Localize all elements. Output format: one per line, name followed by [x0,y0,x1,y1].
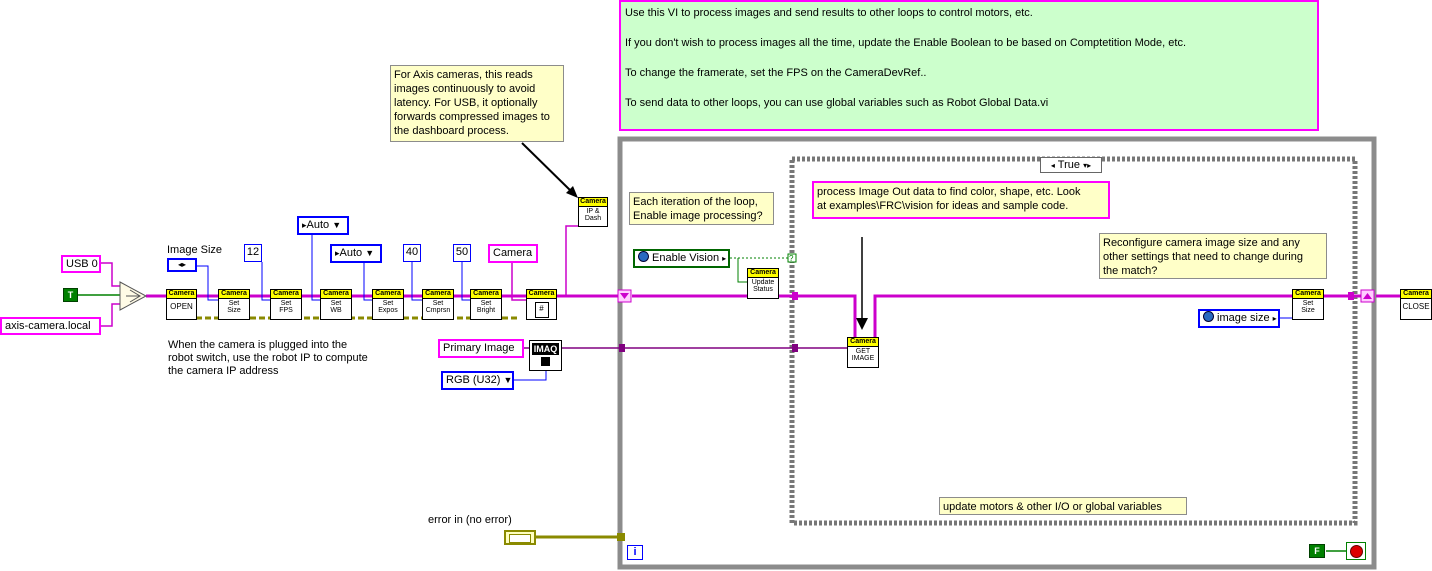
usb-string-constant[interactable]: USB 0 [61,255,101,273]
camera-close-vi[interactable]: Camera CLOSE [1400,289,1432,320]
image-size-arrow-icon: ▸ [1272,314,1277,323]
camera-set-fps-vi[interactable]: Camera Set FPS [270,289,302,320]
set-name-header: Camera [527,290,556,299]
camera-ip-dash-vi[interactable]: Camera IP & Dash [578,197,608,227]
wb-ring-value: Auto [306,219,330,231]
camera-update-status-vi[interactable]: Camera Update Status [747,268,779,299]
image-size-global-label: image size [1217,312,1270,324]
set-size-2-header: Camera [1293,290,1323,299]
camera-set-exposure-vi[interactable]: Camera Set Expos [372,289,404,320]
error-cluster-icon [509,534,531,543]
svg-text:?: ? [789,254,794,263]
expos-ring-value: Auto [339,247,363,259]
case-selector-value: True [1057,159,1080,171]
axis-host-string-constant[interactable]: axis-camera.local [0,317,101,335]
error-in-cluster[interactable] [504,530,536,545]
camera-name-constant[interactable]: Camera [488,244,538,263]
main-comment: Use this VI to process images and send r… [619,0,1319,131]
ip-dash-body: IP & Dash [584,208,602,222]
wb-ring-arrows-icon: ▸ [302,220,307,230]
get-image-body: GET IMAGE [851,348,875,362]
set-expos-header: Camera [373,290,403,299]
wb-ring-constant[interactable]: ▸Auto ▼ [297,216,349,235]
string-document-icon: # [534,302,549,318]
set-size-header: Camera [219,290,249,299]
enable-vision-label: Enable Vision [652,252,720,264]
set-cmprsn-header: Camera [423,290,453,299]
set-size-body: Set Size [227,300,241,314]
imaq-label: IMAQ [532,343,559,355]
main-comment-line-3: To change the framerate, set the FPS on … [625,67,927,79]
image-size-globe-icon [1203,311,1214,322]
camera-open-body: OPEN [170,302,193,311]
update-motors-note: update motors & other I/O or global vari… [939,497,1187,515]
expos-dropdown-icon: ▼ [365,248,375,258]
true-constant[interactable]: T [63,288,78,302]
get-image-header: Camera [848,338,878,347]
expos-ring-arrows-icon: ▸ [335,248,340,258]
brightness-constant[interactable]: 50 [453,244,471,262]
refnum-wires [98,225,1400,338]
set-wb-header: Camera [321,290,351,299]
false-constant[interactable]: F [1309,544,1325,558]
camera-get-image-vi[interactable]: Camera GET IMAGE [847,337,879,368]
set-bright-body: Set Bright [476,300,496,314]
image-type-dropdown-icon: ▼ [503,375,513,385]
iteration-terminal: i [627,545,643,560]
wb-dropdown-icon: ▼ [332,220,342,230]
process-image-note: process Image Out data to find color, sh… [812,181,1110,219]
iteration-note: Each iteration of the loop, Enable image… [629,192,774,225]
main-comment-line-1: Use this VI to process images and send r… [625,7,1033,19]
camera-close-header: Camera [1401,290,1431,299]
case-dropdown-icon: ▾▸ [1083,161,1092,170]
set-bright-header: Camera [471,290,501,299]
ring-arrows-icon: ◂▸ [177,260,187,269]
main-comment-line-4: To send data to other loops, you can use… [625,97,1049,109]
camera-open-header: Camera [167,290,196,299]
set-expos-body: Set Expos [378,300,398,314]
exposure-ring-constant[interactable]: ▸Auto ▼ [330,244,382,263]
stop-icon [1349,545,1363,558]
update-status-body: Update Status [751,279,775,293]
enable-vision-global[interactable]: Enable Vision ▸ [633,249,730,268]
set-fps-body: Set FPS [279,300,293,314]
globe-icon [638,251,649,262]
stop-condition-terminal[interactable] [1346,542,1366,560]
camera-set-wb-vi[interactable]: Camera Set WB [320,289,352,320]
image-size-global[interactable]: image size ▸ [1198,309,1280,328]
image-type-ring[interactable]: RGB (U32) ▼ [441,371,514,390]
error-in-label: error in (no error) [428,514,512,526]
image-type-value: RGB (U32) [446,374,501,386]
set-fps-header: Camera [271,290,301,299]
camera-set-name-vi[interactable]: Camera # [526,289,557,320]
compression-constant[interactable]: 40 [403,244,421,262]
case-selector[interactable]: ◂ True ▾▸ [1040,157,1102,173]
camera-set-size-vi-2[interactable]: Camera Set Size [1292,289,1324,320]
camera-ip-label: When the camera is plugged into the robo… [168,339,368,377]
set-cmprsn-body: Set Cmprsn [425,300,451,314]
main-comment-line-2: If you don't wish to process images all … [625,37,1186,49]
set-size-2-body: Set Size [1301,300,1315,314]
update-status-header: Camera [748,269,778,278]
imaq-create-icon [541,357,550,366]
imaq-create-vi[interactable]: IMAQ [529,340,562,371]
axis-camera-note: For Axis cameras, this reads images cont… [390,65,564,142]
camera-set-brightness-vi[interactable]: Camera Set Bright [470,289,502,320]
case-prev-icon: ◂ [1050,161,1055,170]
camera-close-body: CLOSE [1402,302,1430,311]
ip-dash-header: Camera [579,198,607,207]
camera-set-compression-vi[interactable]: Camera Set Cmprsn [422,289,454,320]
image-size-ring-constant[interactable]: ◂▸ [167,258,197,272]
enable-vision-arrow-icon: ▸ [722,254,727,263]
image-size-label: Image Size [167,244,223,256]
while-loop-border [617,136,1377,570]
numeric-wires [182,234,1292,319]
primary-image-constant[interactable]: Primary Image [438,339,524,358]
camera-set-size-vi[interactable]: Camera Set Size [218,289,250,320]
reconfigure-note: Reconfigure camera image size and any ot… [1099,233,1327,279]
fps-constant[interactable]: 12 [244,244,262,262]
camera-open-vi[interactable]: Camera OPEN [166,289,197,320]
set-wb-body: Set WB [330,300,342,314]
